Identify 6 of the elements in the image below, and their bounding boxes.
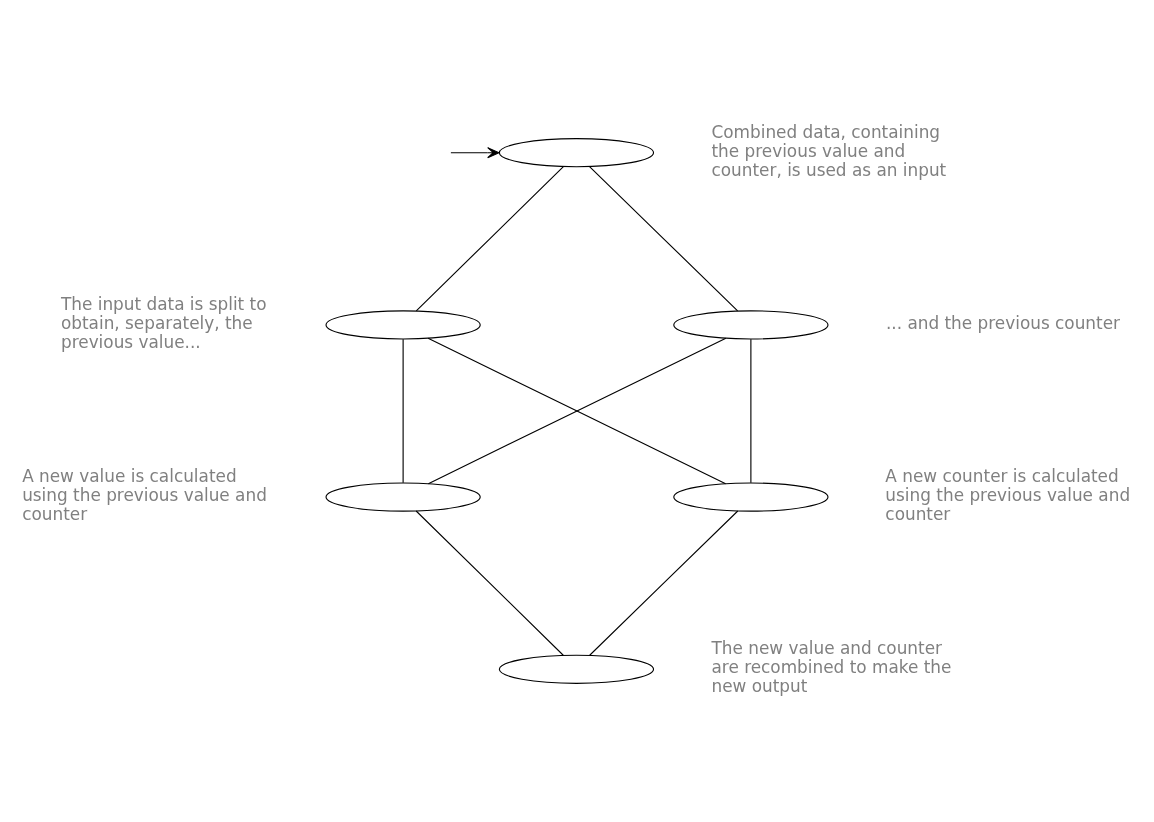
node-label: The new value and counter are recombined to make the new output [711, 638, 952, 697]
node-label: The input data is split to obtain, separately, the previous value... [60, 293, 267, 352]
node-label: ... and the previous counter [885, 312, 1121, 333]
node-label: A new value is calculated using the previous value and counter [22, 465, 267, 525]
node-label: A new counter is calculated using the previous value and counter [885, 465, 1131, 525]
node-label: Combined data, containing the previous value and counter, is used as an input [711, 121, 947, 180]
